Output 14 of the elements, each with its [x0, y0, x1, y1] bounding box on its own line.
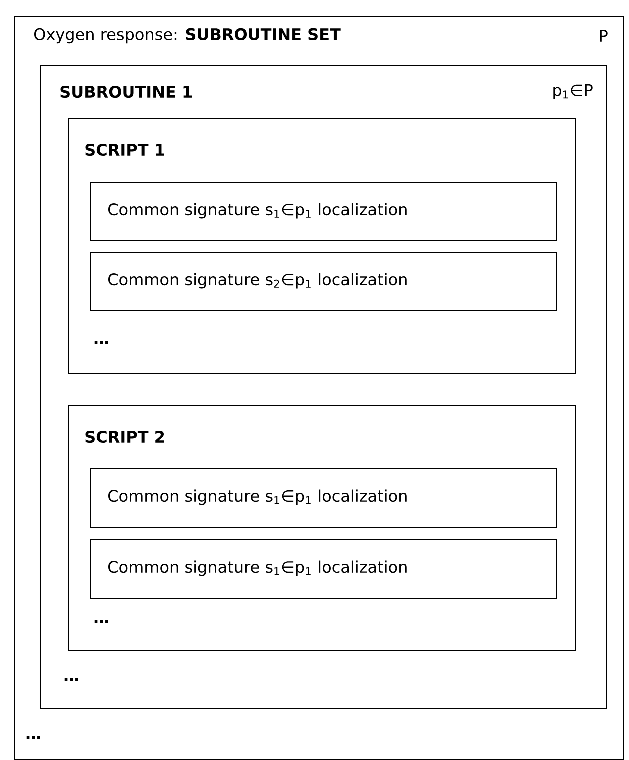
panel-heading: Oxygen response: SUBROUTINE SET	[34, 28, 341, 44]
signature-box: Common signature s$_{1}$∈p$_{1}$ localization	[90, 182, 558, 242]
ellipsis: …	[94, 341, 108, 345]
signature-box: Common signature s$_{2}$∈p$_{1}$ localization	[90, 252, 558, 312]
panel-heading: SUBROUTINE 1	[60, 86, 192, 98]
signature-box: Common signature s$_{1}$∈p$_{1}$ localization	[90, 468, 558, 528]
ellipsis: …	[64, 678, 78, 682]
panel-heading: SCRIPT 1	[86, 144, 164, 156]
panel-symbol: p$_{1}$∈P	[554, 84, 593, 100]
panel-heading: SCRIPT 2	[86, 430, 164, 444]
panel-symbol: P	[600, 30, 608, 42]
signature-box: Common signature s$_{1}$∈p$_{1}$ localization	[90, 539, 558, 600]
ellipsis: …	[26, 736, 40, 740]
ellipsis: …	[94, 620, 108, 624]
